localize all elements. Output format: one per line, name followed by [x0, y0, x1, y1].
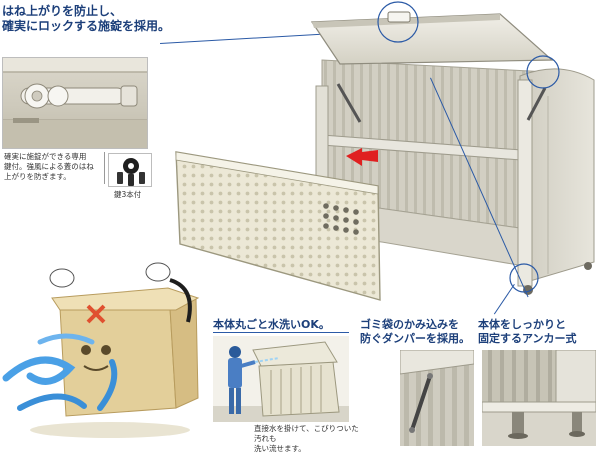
key-note-line3: 上がりを防ぎます。 [4, 172, 104, 182]
wash-photo [213, 336, 349, 422]
anchor-closeup-image [482, 350, 596, 446]
keys-image [108, 153, 152, 187]
key-note-line2: 鍵付。強風による蓋のはね [4, 162, 104, 172]
key-icon [109, 154, 152, 187]
anchor-feature-heading: 本体をしっかりと 固定するアンカー式 [478, 318, 577, 346]
key-note-divider [104, 152, 105, 184]
lock-heading-line2: 確実にロックする施錠を採用。 [2, 19, 170, 34]
lock-feature-heading: はね上がりを防止し、 確実にロックする施錠を採用。 [2, 4, 170, 35]
damper-heading-line1: ゴミ袋のかみ込みを [360, 318, 470, 332]
lock-heading-line1: はね上がりを防止し、 [2, 4, 170, 19]
damper-feature-heading: ゴミ袋のかみ込みを 防ぐダンパーを採用。 [360, 318, 470, 346]
wash-feature-heading: 本体丸ごと水洗いOK。 [213, 318, 330, 332]
lock-latch-icon [3, 58, 148, 149]
wind-proof-illustration [0, 258, 205, 448]
keys-caption: 鍵3本付 [114, 189, 141, 200]
wash-note-line2: 洗い流せます。 [254, 444, 364, 453]
wash-underline [213, 332, 349, 333]
wash-note-line1: 直接水を掛けて、こびりついた汚れも [254, 424, 364, 444]
key-note: 確実に施錠ができる専用 鍵付。強風による蓋のはね 上がりを防ぎます。 [4, 152, 104, 181]
anchor-heading-line1: 本体をしっかりと [478, 318, 577, 332]
storage-box-image [170, 0, 600, 312]
damper-closeup-image [400, 350, 474, 446]
key-note-line1: 確実に施錠ができる専用 [4, 152, 104, 162]
anchor-heading-line2: 固定するアンカー式 [478, 332, 577, 346]
lock-closeup-image [2, 57, 148, 149]
wash-note: 直接水を掛けて、こびりついた汚れも 洗い流せます。 [254, 424, 364, 453]
damper-heading-line2: 防ぐダンパーを採用。 [360, 332, 470, 346]
